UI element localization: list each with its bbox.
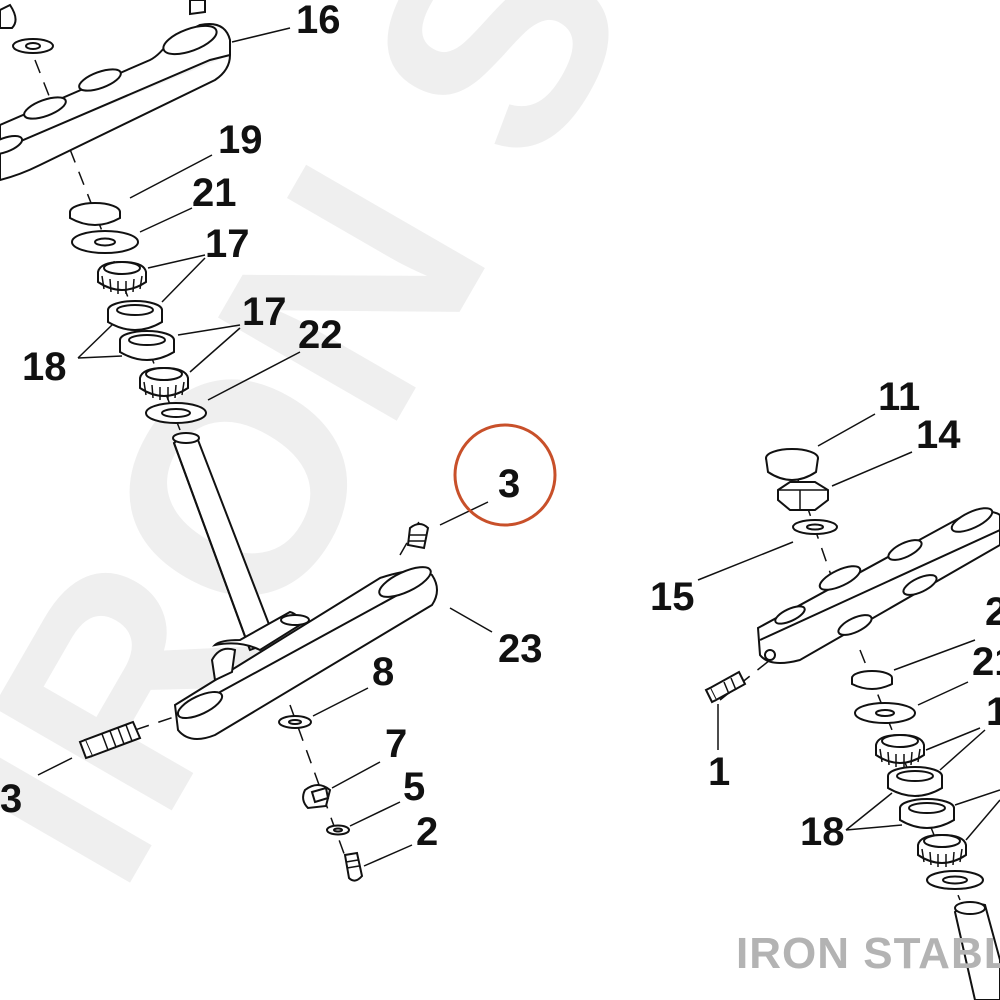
cap-nut-11 bbox=[765, 448, 819, 481]
bolt-1 bbox=[704, 670, 747, 704]
callout-1: 1 bbox=[708, 750, 730, 794]
left-assembly bbox=[0, 0, 438, 882]
callout-23: 23 bbox=[498, 627, 543, 671]
washer-21-right bbox=[854, 702, 916, 724]
lock-washer-8 bbox=[278, 715, 312, 729]
steering-stem-right bbox=[953, 901, 1000, 1000]
tapered-bearing-17-upper bbox=[97, 260, 147, 294]
callout-19: 19 bbox=[218, 118, 263, 162]
washer-15 bbox=[792, 519, 838, 535]
callout-15: 15 bbox=[650, 575, 695, 619]
screw-2 bbox=[343, 851, 364, 882]
callout-2: 2 bbox=[416, 810, 438, 854]
leader-lines bbox=[37, 27, 1000, 867]
pinch-bolt-3-left bbox=[78, 720, 142, 760]
callout-3-highlighted: 3 bbox=[498, 462, 520, 506]
tapered-bearing-17-lower bbox=[139, 366, 189, 400]
left-bolt-axis bbox=[89, 714, 181, 746]
dust-shield-22 bbox=[145, 402, 207, 424]
flat-washer-5 bbox=[326, 824, 350, 836]
callout-8: 8 bbox=[372, 650, 394, 694]
callout-14: 14 bbox=[916, 413, 961, 457]
callout-1-right: 1 bbox=[986, 690, 1000, 734]
callout-2-right: 2 bbox=[985, 590, 1000, 634]
bearing-race-18-upper bbox=[107, 300, 163, 331]
hex-nut-14 bbox=[777, 481, 829, 511]
bearing-seal-19 bbox=[69, 202, 121, 226]
upper-triple-clamp-16 bbox=[0, 0, 231, 182]
right-assembly bbox=[704, 448, 1000, 1000]
tapered-bearing-right-lower bbox=[917, 833, 967, 867]
bearing-seal-right bbox=[851, 670, 893, 690]
bearing-race-18-lower bbox=[119, 330, 175, 361]
washer-21 bbox=[71, 230, 139, 254]
left-axis-lower bbox=[289, 704, 351, 871]
callout-5: 5 bbox=[403, 765, 425, 809]
highlight-ring bbox=[453, 423, 557, 527]
dust-shield-right bbox=[926, 870, 984, 890]
callout-21-right: 21 bbox=[972, 640, 1000, 684]
callout-22: 22 bbox=[298, 313, 343, 357]
callout-17-lower: 17 bbox=[242, 290, 287, 334]
callout-18: 18 bbox=[22, 345, 67, 389]
highlight-callout-3: 3 bbox=[453, 423, 557, 527]
callout-3-left: 3 bbox=[0, 777, 22, 821]
callout-labels: 16 19 21 17 17 18 22 23 3 8 7 5 2 11 14 … bbox=[0, 0, 1000, 854]
callout-21: 21 bbox=[192, 171, 237, 215]
callout-17-upper: 17 bbox=[205, 222, 250, 266]
right-triple-clamp bbox=[756, 507, 1000, 665]
bearing-race-right-lower bbox=[899, 798, 955, 829]
callout-18-right: 18 bbox=[800, 810, 845, 854]
tapered-bearing-right-upper bbox=[875, 733, 925, 767]
callout-11: 11 bbox=[878, 375, 920, 419]
callout-7: 7 bbox=[385, 722, 407, 766]
screw-3 bbox=[406, 523, 430, 550]
callout-16: 16 bbox=[296, 0, 341, 42]
lower-triple-clamp-23 bbox=[172, 432, 438, 740]
brand-logo-text: IRON STABLE bbox=[736, 929, 1000, 978]
bearing-race-right-upper bbox=[887, 766, 943, 797]
stop-clip-7 bbox=[302, 784, 332, 810]
